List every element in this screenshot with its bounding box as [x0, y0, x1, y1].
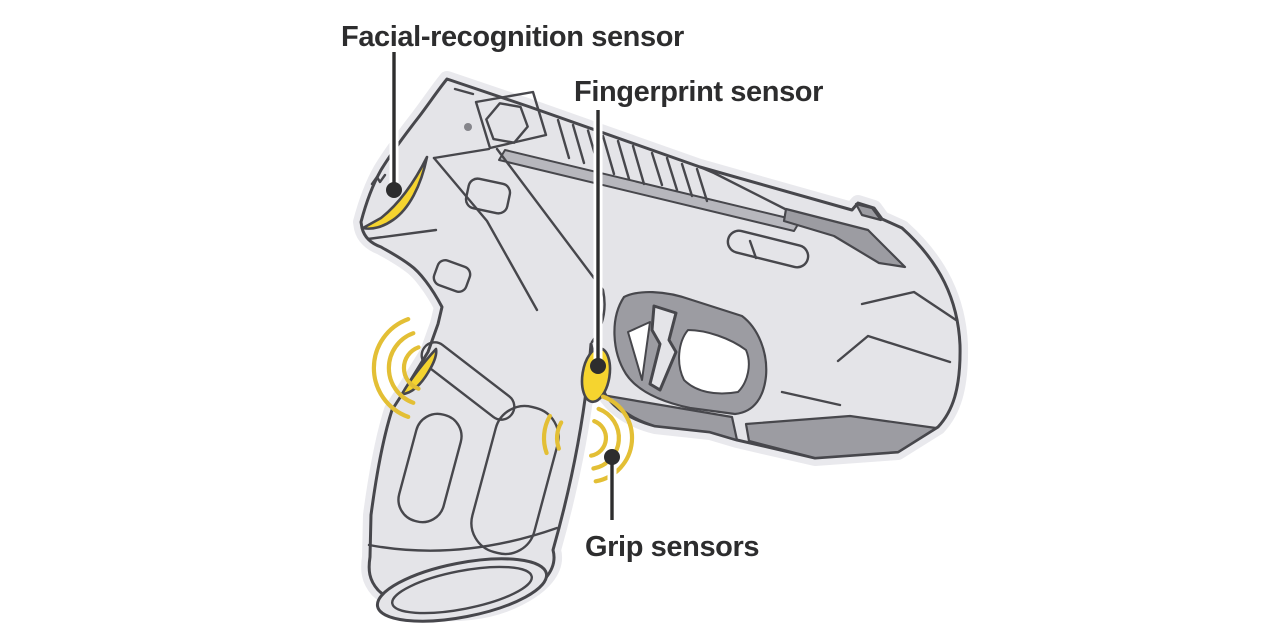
dustcover-line — [780, 390, 842, 407]
slide-stop-lever — [726, 229, 810, 269]
front-accent-wedge — [782, 207, 907, 269]
rear-block-line — [432, 147, 491, 160]
trigger — [648, 304, 678, 392]
slide-front-line — [698, 165, 791, 213]
facial-recognition-sensor-highlight — [361, 155, 429, 230]
grip-panel-left — [397, 412, 463, 524]
slide-groove — [498, 149, 801, 232]
muzzle-chevron-upper — [860, 290, 958, 322]
facial-recognition-label: Facial-recognition sensor — [341, 21, 684, 53]
engraving-zigzag — [370, 173, 387, 186]
annotation-leaders — [386, 47, 620, 525]
annotation-labels: Facial-recognition sensor Fingerprint se… — [341, 21, 824, 563]
magazine-baseplate-inner — [391, 565, 533, 615]
slide-pin-dot — [464, 123, 472, 131]
trigger-guard — [613, 290, 768, 416]
grip-thumb-groove — [420, 341, 516, 421]
grip-panel-right — [470, 404, 560, 556]
trigger-guard-opening — [678, 329, 750, 395]
frame-diagonal-2 — [432, 156, 539, 312]
hexagon-plate — [485, 102, 529, 144]
rear-panel-line — [474, 90, 548, 150]
magazine-baseplate — [375, 557, 549, 623]
fingerprint-leader-dot — [590, 358, 606, 374]
magazine-seam — [367, 526, 559, 552]
grip-details — [367, 341, 560, 623]
grip-leader-dot — [604, 449, 620, 465]
front-sight — [854, 202, 883, 222]
beavertail-line — [366, 228, 438, 241]
muzzle-details — [606, 165, 958, 460]
facial-leader-dot — [386, 182, 402, 198]
takedown-lever — [464, 177, 512, 215]
frame-button-panel — [432, 259, 472, 293]
muzzle-chevron-lower — [836, 334, 952, 364]
grip-sensors-label: Grip sensors — [585, 531, 759, 563]
fingerprint-label: Fingerprint sensor — [574, 76, 823, 108]
grip-sensor-waves-left-icon — [371, 317, 421, 419]
underside-band-front — [744, 414, 938, 460]
slide-stop-notch — [748, 239, 758, 260]
trigger-gap — [627, 321, 651, 381]
rear-dash-line — [453, 87, 475, 96]
